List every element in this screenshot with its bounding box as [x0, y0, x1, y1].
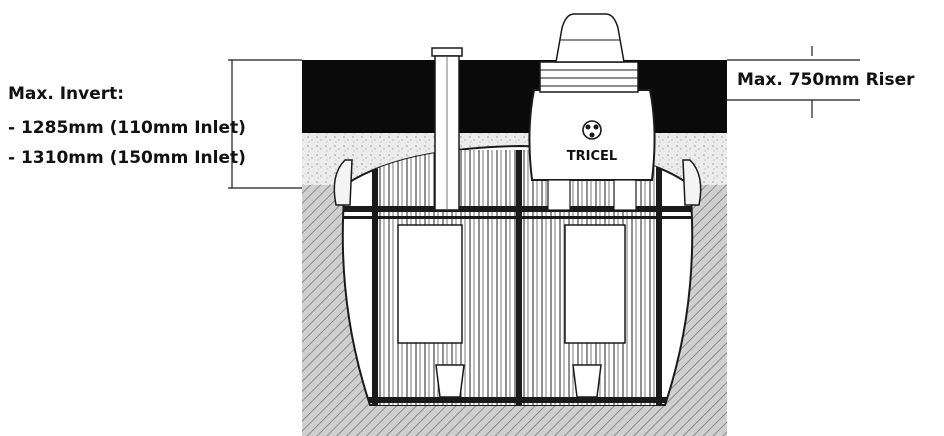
max-invert-title: Max. Invert:	[8, 84, 125, 104]
inlet-pipe	[431, 47, 463, 211]
riser-turret	[528, 13, 656, 211]
max-invert-150mm-inlet: - 1310mm (150mm Inlet)	[8, 148, 246, 168]
max-riser-dimension	[727, 46, 860, 118]
max-invert-dimension	[228, 59, 302, 189]
max-invert-110mm-inlet: - 1285mm (110mm Inlet)	[8, 118, 246, 138]
tricel-logo-text: TRICEL	[567, 149, 617, 164]
topsoil-layer	[302, 60, 727, 133]
tank-body	[333, 144, 702, 406]
max-riser-label: Max. 750mm Riser	[737, 70, 915, 90]
tricel-logo: TRICEL	[567, 120, 617, 164]
